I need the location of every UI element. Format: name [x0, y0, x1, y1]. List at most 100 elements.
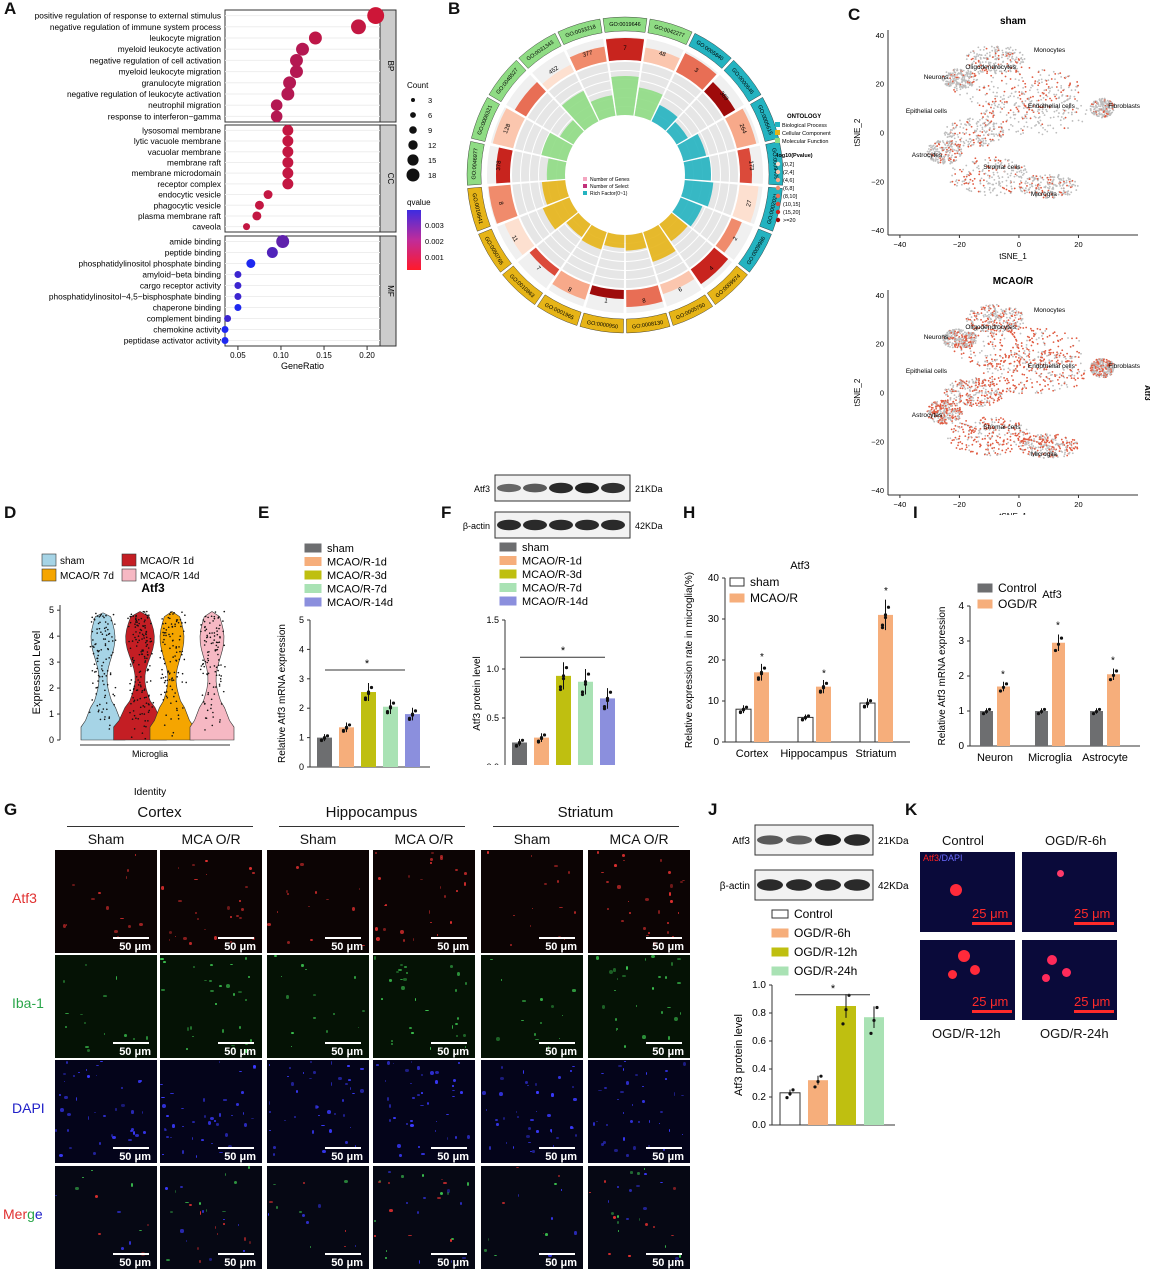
cell-point	[981, 405, 984, 407]
cell-point	[1030, 86, 1032, 89]
grid-cell	[723, 183, 738, 216]
cell-dot	[172, 731, 175, 734]
cell-point	[1073, 385, 1076, 388]
grid-cell	[710, 154, 720, 182]
cell-dot	[145, 610, 148, 613]
cell-dot	[101, 675, 104, 678]
cell-point	[946, 341, 949, 344]
cell-point	[1019, 98, 1022, 100]
strip-mf	[379, 235, 397, 347]
cell-point	[1001, 423, 1004, 426]
cell-point	[1111, 111, 1114, 114]
cell-point	[973, 314, 976, 317]
cell-point	[934, 152, 937, 155]
cell-point	[1029, 451, 1032, 454]
cell-point	[1091, 364, 1094, 367]
strip-label-cc: CC	[386, 173, 395, 185]
cell-point	[1043, 368, 1046, 370]
cell-point	[960, 152, 963, 155]
x-tick-label: 0.10	[273, 351, 289, 360]
cell-point	[1048, 377, 1051, 380]
facet-cc	[224, 124, 381, 233]
cell-point	[967, 122, 970, 125]
cell-point	[958, 153, 961, 156]
cell-point	[1105, 358, 1108, 361]
center-disc	[567, 117, 683, 233]
outer-segment	[488, 59, 527, 103]
cell-point	[1048, 187, 1051, 190]
cell-dot	[140, 685, 142, 688]
cell-point	[965, 338, 968, 341]
cell-point	[955, 399, 957, 402]
cell-point	[987, 444, 990, 447]
cell-dot	[97, 654, 99, 657]
cell-point	[1020, 176, 1023, 179]
cell-point	[1039, 449, 1042, 452]
cell-point	[1038, 116, 1041, 118]
cell-point	[978, 382, 981, 385]
cell-point	[961, 79, 963, 81]
cell-point	[1066, 367, 1069, 370]
cell-point	[959, 332, 962, 335]
cell-point	[996, 311, 999, 314]
x-tick-label: 20	[1074, 240, 1082, 249]
cell-type-label: Astrocytes	[912, 412, 943, 419]
cell-point	[953, 350, 956, 353]
cell-dot	[164, 679, 167, 682]
cell-dot	[114, 623, 116, 625]
cell-point	[978, 405, 980, 408]
cell-point	[989, 454, 992, 457]
cell-point	[960, 170, 963, 173]
cell-point	[1055, 109, 1058, 112]
cell-dot	[162, 658, 165, 660]
cell-point	[969, 318, 972, 321]
cell-point	[949, 80, 952, 83]
cell-dot	[168, 633, 170, 636]
cell-point	[966, 120, 968, 123]
cell-point	[991, 341, 994, 344]
cell-point	[944, 153, 947, 156]
cell-point	[1009, 46, 1012, 49]
tsne-title: sham	[1000, 16, 1026, 27]
cell-point	[997, 388, 1000, 390]
cell-point	[1023, 172, 1025, 175]
cell-point	[1010, 185, 1013, 188]
cell-point	[960, 123, 963, 125]
cell-point	[1060, 123, 1062, 126]
cell-point	[949, 141, 952, 144]
cell-dot	[107, 628, 109, 631]
cell-point	[976, 363, 979, 366]
cell-point	[984, 309, 986, 312]
cell-point	[949, 135, 952, 138]
cell-point	[967, 55, 970, 57]
cell-point	[1070, 441, 1073, 443]
cell-point	[995, 363, 998, 365]
dot-point	[252, 211, 262, 221]
cell-point	[1013, 351, 1016, 354]
cell-dot	[90, 621, 93, 623]
rich-bar	[541, 180, 569, 205]
cell-point	[1025, 117, 1028, 120]
cell-point	[1024, 85, 1027, 88]
cell-point	[1059, 447, 1062, 450]
cell-point	[969, 347, 971, 350]
cell-point	[1101, 105, 1104, 108]
cell-point	[1068, 193, 1071, 196]
cell-point	[1018, 423, 1021, 426]
cell-point	[1043, 457, 1045, 459]
cell-point	[994, 429, 997, 431]
cell-point	[951, 148, 954, 151]
cell-point	[991, 358, 993, 361]
grid-cell	[521, 152, 532, 182]
cell-point	[967, 332, 970, 334]
cell-point	[1029, 186, 1032, 189]
cell-point	[968, 64, 971, 67]
cell-point	[977, 190, 980, 193]
cell-point	[1003, 187, 1006, 190]
cell-point	[1065, 446, 1068, 449]
cell-point	[990, 436, 993, 439]
cell-point	[1019, 62, 1022, 65]
cell-point	[1075, 189, 1078, 191]
cell-point	[984, 121, 986, 124]
cell-point	[1008, 423, 1011, 426]
